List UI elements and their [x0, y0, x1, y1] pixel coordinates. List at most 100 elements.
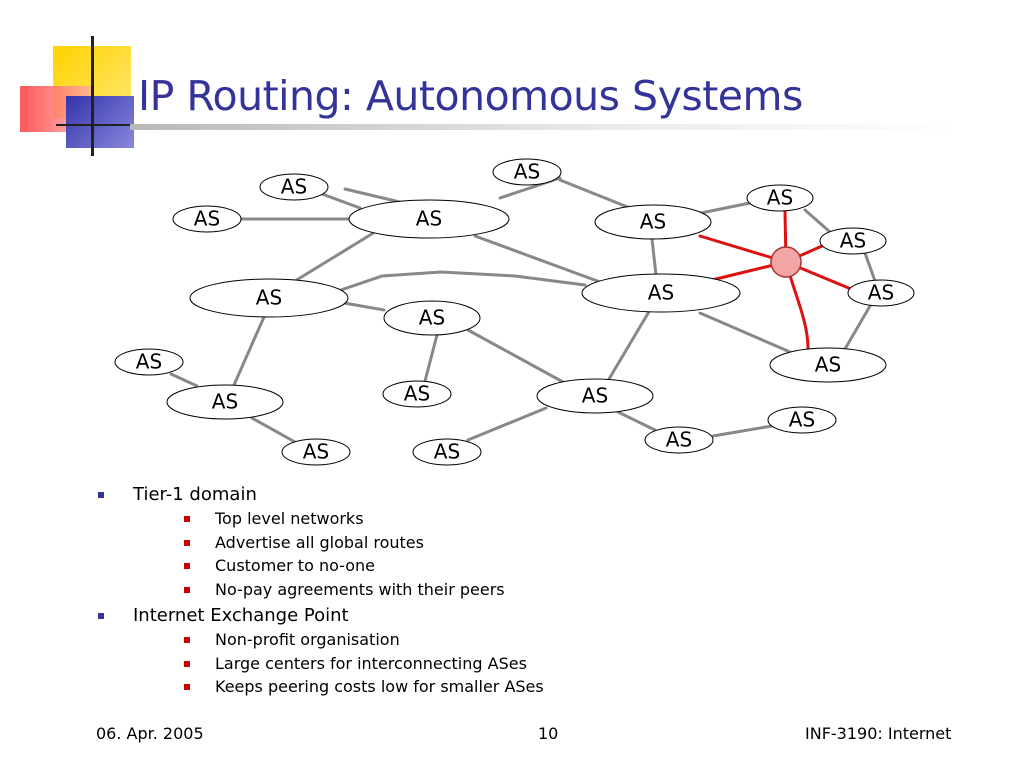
as-node-label: AS — [419, 306, 445, 330]
logo-vertical-line — [91, 36, 94, 156]
sub-bullet-marker — [184, 660, 190, 667]
as-node-label: AS — [640, 210, 666, 234]
sub-bullet-text: Keeps peering costs low for smaller ASes — [215, 677, 544, 696]
as-node-shape — [819, 227, 887, 255]
as-link — [473, 234, 602, 284]
as-link — [607, 308, 652, 381]
sub-bullet: Customer to no-one — [133, 554, 544, 578]
bullet-text: Internet Exchange Point — [133, 605, 349, 626]
as-node-label: AS — [868, 281, 894, 305]
sub-bullet-marker — [184, 586, 190, 593]
sub-bullet-marker — [184, 684, 190, 690]
sub-bullet: Advertise all global routes — [133, 531, 544, 555]
as-node-label: AS — [434, 440, 460, 464]
as-node: AS — [189, 278, 349, 318]
sub-bullet-marker — [184, 516, 190, 522]
as-link — [342, 301, 386, 312]
as-link — [336, 270, 587, 293]
bullet-text: Tier-1 domain — [133, 484, 257, 505]
bullet-marker — [98, 613, 104, 619]
sub-bullet-marker — [184, 637, 190, 643]
as-node-label: AS — [416, 207, 442, 231]
as-node-shape — [114, 348, 184, 376]
as-node-shape — [281, 438, 351, 466]
as-node-shape — [189, 278, 349, 318]
sub-bullet: Non-profit organisation — [133, 628, 544, 652]
as-node: AS — [644, 426, 714, 454]
slide-title: IP Routing: Autonomous Systems — [138, 72, 803, 120]
as-node: AS — [847, 279, 915, 307]
as-node: AS — [281, 438, 351, 466]
sub-bullet-text: Non-profit organisation — [215, 630, 400, 649]
as-node-shape — [259, 173, 329, 201]
as-node-label: AS — [815, 353, 841, 377]
bullet-tier1: Tier-1 domain Top level networks Adverti… — [96, 482, 544, 603]
logo-horizontal-line — [56, 124, 140, 126]
title-underline — [130, 124, 960, 130]
as-node: AS — [114, 348, 184, 376]
footer-page-number: 10 — [538, 724, 559, 743]
as-node: AS — [412, 438, 482, 466]
as-node-label: AS — [256, 286, 282, 310]
as-node-label: AS — [840, 229, 866, 253]
as-node-shape — [412, 438, 482, 466]
as-link — [558, 178, 637, 212]
bullet-list: Tier-1 domain Top level networks Adverti… — [96, 482, 544, 701]
as-link — [293, 230, 377, 283]
as-node: AS — [581, 273, 741, 313]
sub-bullet-text: Advertise all global routes — [215, 532, 424, 552]
sub-bullet-text: Large centers for interconnecting ASes — [215, 653, 527, 673]
as-node-label: AS — [194, 207, 220, 231]
as-node-shape — [382, 380, 452, 408]
bullet-marker — [98, 492, 104, 498]
as-node-shape — [581, 273, 741, 313]
as-link — [699, 201, 752, 215]
as-node-shape — [644, 426, 714, 454]
sub-bullet-text: Customer to no-one — [215, 556, 376, 575]
logo-blue-square — [66, 96, 134, 148]
as-node-shape — [348, 199, 510, 239]
as-node-shape — [172, 205, 242, 233]
as-link — [320, 192, 362, 210]
as-link — [250, 416, 297, 444]
sub-bullet: Top level networks — [133, 507, 544, 531]
as-node-shape — [594, 204, 712, 240]
as-link — [466, 328, 565, 384]
as-link — [650, 237, 658, 277]
as-node: AS — [594, 204, 712, 240]
as-link — [863, 251, 877, 283]
as-node-label: AS — [136, 350, 162, 374]
sub-bullet: Keeps peering costs low for smaller ASes — [133, 675, 544, 699]
as-node: AS — [383, 300, 481, 336]
internet-exchange-point — [770, 246, 802, 278]
as-node-label: AS — [666, 428, 692, 452]
sub-bullet-list: Top level networks Advertise all global … — [133, 507, 544, 603]
as-node-label: AS — [582, 384, 608, 408]
as-node: AS — [769, 347, 887, 383]
sub-bullet: Large centers for interconnecting ASes — [133, 652, 544, 676]
footer-date: 06. Apr. 2005 — [96, 724, 204, 743]
as-node: AS — [819, 227, 887, 255]
sub-bullet-list: Non-profit organisation Large centers fo… — [133, 628, 544, 701]
footer-course: INF-3190: Internet — [805, 724, 952, 743]
as-link — [423, 333, 439, 383]
as-node: AS — [382, 380, 452, 408]
as-node: AS — [166, 384, 284, 420]
as-node: AS — [348, 199, 510, 239]
as-link — [698, 311, 792, 354]
as-node-label: AS — [789, 408, 815, 432]
as-node-shape — [166, 384, 284, 420]
as-node-label: AS — [281, 175, 307, 199]
sub-bullet-marker — [184, 539, 190, 546]
as-node-shape — [769, 347, 887, 383]
as-link — [466, 406, 548, 442]
as-link — [803, 208, 832, 234]
as-node-shape — [847, 279, 915, 307]
as-node-shape — [746, 184, 814, 212]
as-link — [843, 304, 872, 351]
as-link — [711, 424, 774, 438]
as-node: AS — [536, 378, 654, 414]
as-link — [169, 372, 199, 388]
as-link — [616, 410, 657, 432]
